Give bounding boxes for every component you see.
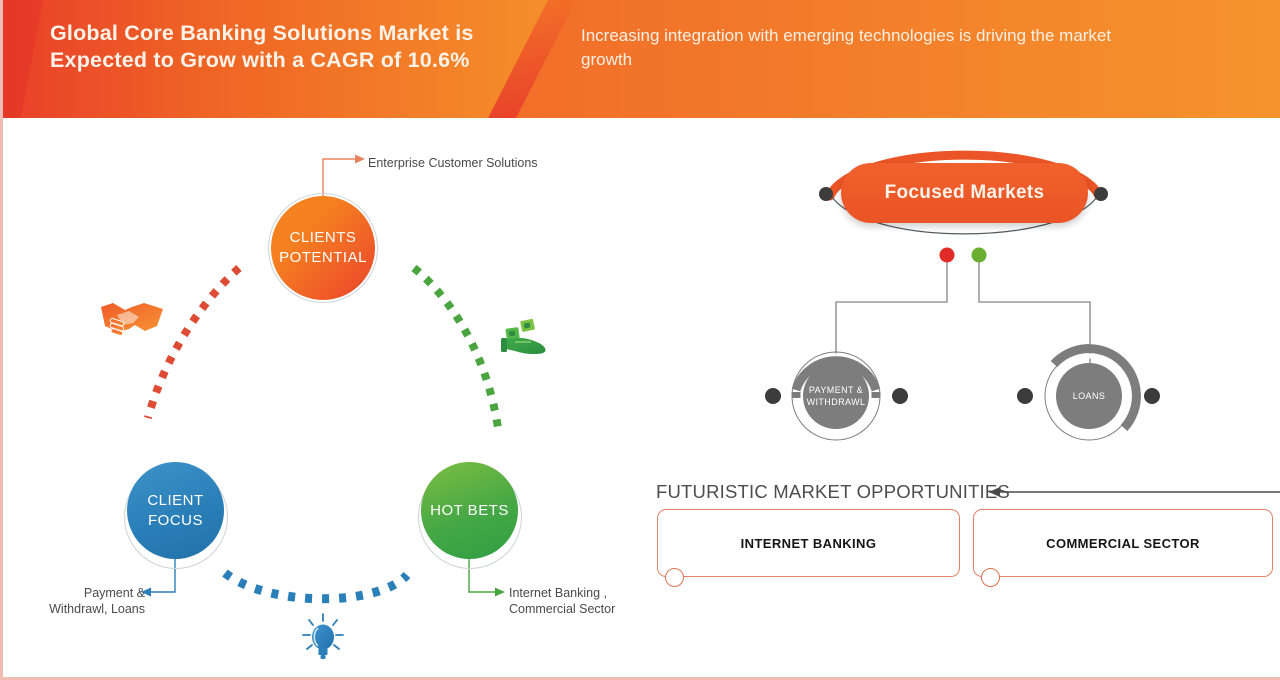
enterprise-callout-label: Enterprise Customer Solutions [368,156,538,170]
payment-withdrawl-label: PAYMENT & WITHDRAWL [806,385,866,407]
page-title: Global Core Banking Solutions Market is … [50,21,474,72]
futuristic-section-title: FUTURISTIC MARKET OPPORTUNITIES [656,481,1010,502]
loans-dot-left [1017,388,1033,404]
money-in-hand-icon [501,318,546,355]
clients-potential-ring [268,193,378,303]
green-status-dot [971,247,987,263]
internet-callout-label: Internet Banking , Commercial Sector [509,586,616,616]
client-focus-label: CLIENT FOCUS [147,491,204,529]
focused-markets-label: Focused Markets [884,182,1045,203]
focused-markets-tree [835,262,1091,364]
header-background [3,0,1280,118]
handshake-icon [101,303,163,337]
dotted-arc-bottom [222,569,411,604]
loans-dot-right [1144,388,1160,404]
header-banner: Global Core Banking Solutions Market is … [3,0,1280,118]
hot-bets-node[interactable]: HOT BETS [421,462,518,559]
opportunity-knob-commercial-sector [981,568,1000,587]
futuristic-arrow [989,487,1280,497]
payment-withdrawl-node[interactable]: PAYMENT & WITHDRAWL [803,363,869,429]
client-focus-node[interactable]: CLIENT FOCUS [127,462,224,559]
dotted-arc-left [144,265,242,420]
loans-node[interactable]: LOANS [1056,363,1122,429]
loans-label: LOANS [1072,391,1106,401]
opportunity-label: COMMERCIAL SECTOR [1046,535,1200,551]
clients-potential-node[interactable]: CLIENTS POTENTIAL [271,196,375,300]
payment-dot-right [892,388,908,404]
opportunity-knob-internet-banking [665,568,684,587]
capsule-dot-right [1094,187,1108,201]
lightbulb-icon [302,613,344,659]
opportunity-card-commercial-sector[interactable]: COMMERCIAL SECTOR [973,509,1273,577]
hot-bets-label: HOT BETS [430,501,509,519]
focused-markets-capsule[interactable]: Focused Markets [841,163,1088,223]
opportunity-label: INTERNET BANKING [740,535,877,551]
clients-potential-label: CLIENTS POTENTIAL [279,229,367,266]
page-subtitle: Increasing integration with emerging tec… [581,26,1112,69]
payment-callout-label: Payment & Withdrawl, Loans [49,586,145,616]
red-status-dot [939,247,955,263]
payment-dot-left [765,388,781,404]
connector-enterprise [322,154,365,196]
capsule-dot-left [819,187,833,201]
opportunity-card-internet-banking[interactable]: INTERNET BANKING [657,509,960,577]
dotted-arc-right [411,264,503,436]
